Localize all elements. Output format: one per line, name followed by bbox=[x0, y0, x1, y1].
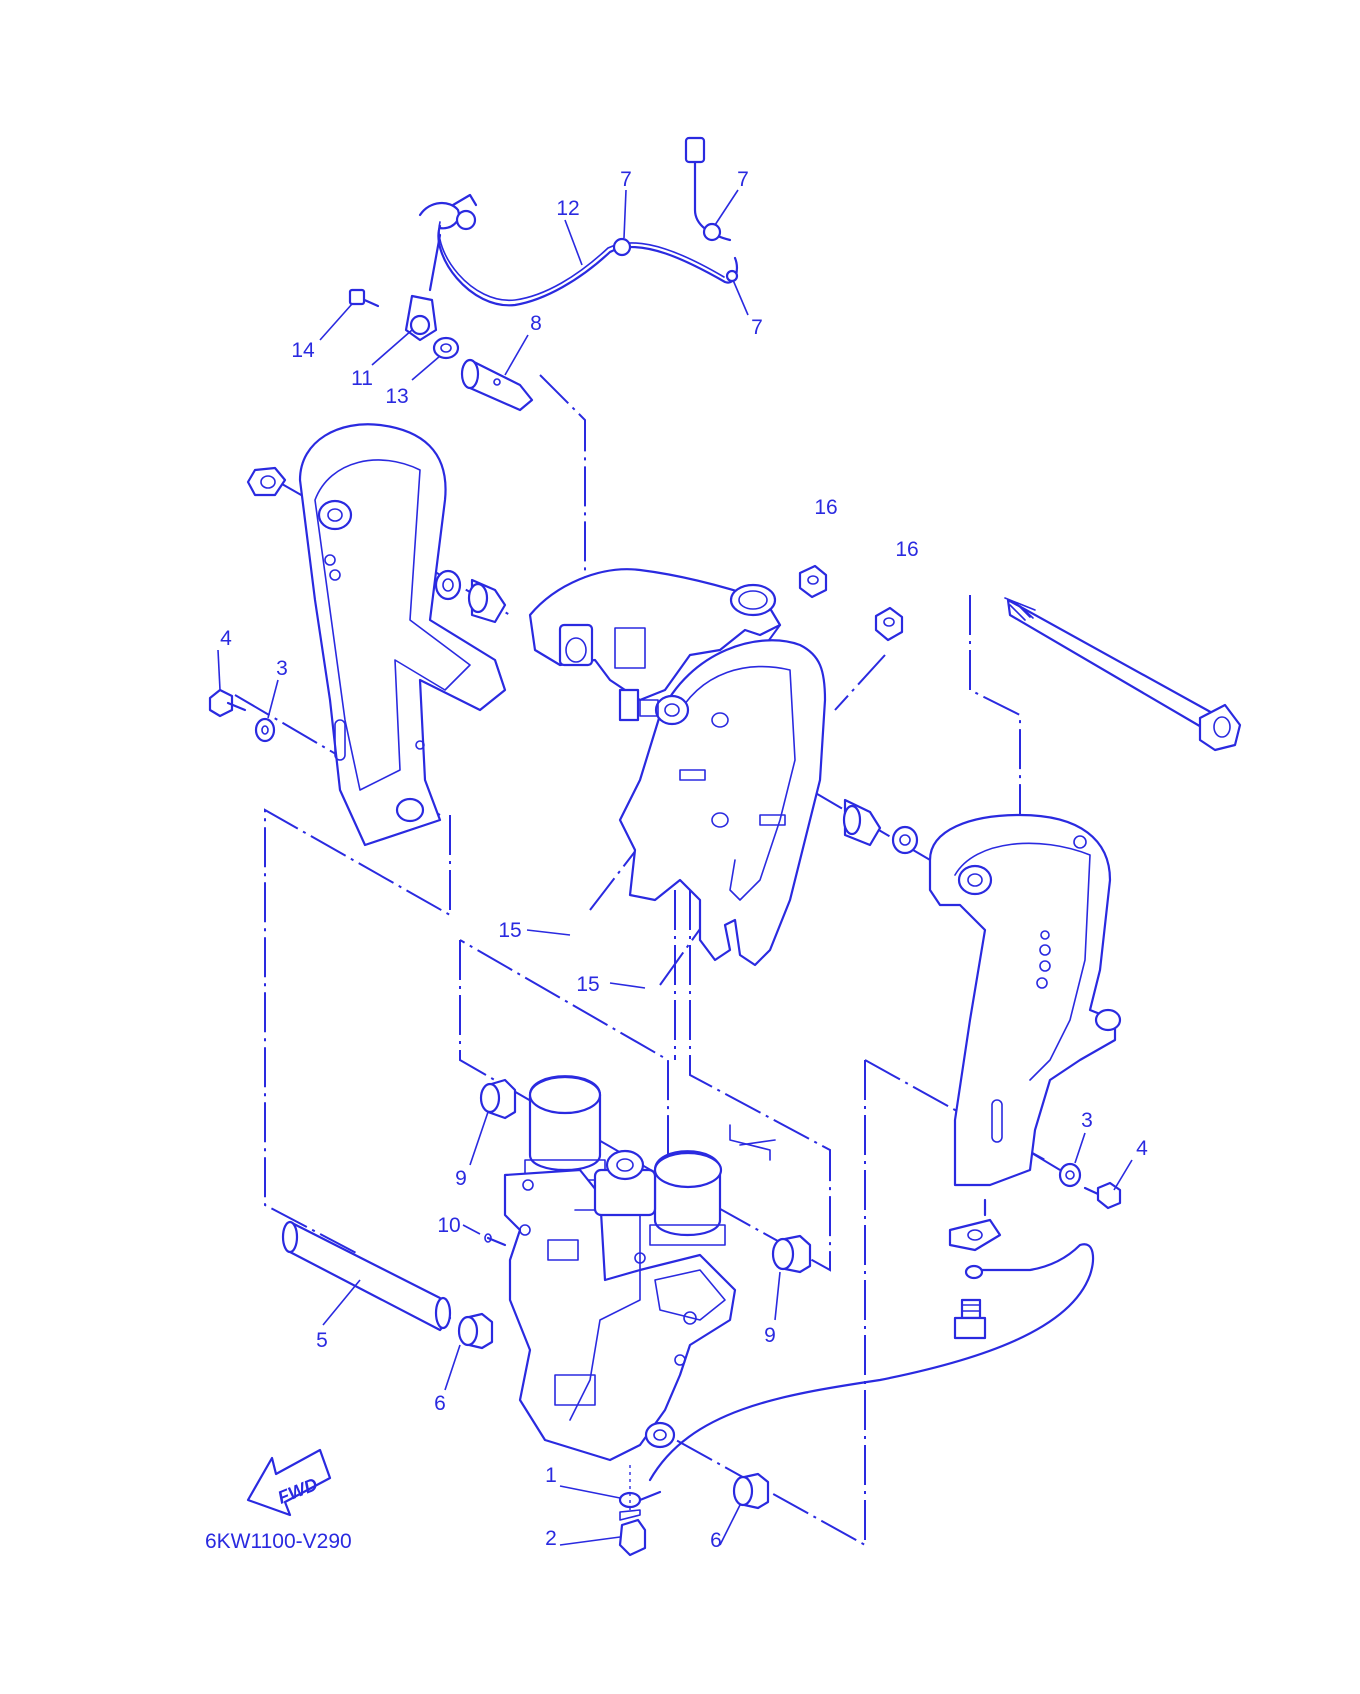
callout-5: 5 bbox=[316, 1329, 328, 1352]
ground-terminal-nut bbox=[618, 1465, 662, 1557]
tilt-shaft bbox=[1004, 597, 1242, 752]
callout-7: 7 bbox=[751, 316, 763, 339]
bushings-6 bbox=[457, 1312, 770, 1510]
ground-lead bbox=[648, 1198, 1095, 1482]
fwd-arrow-icon: FWD bbox=[246, 1448, 332, 1517]
callout-4: 4 bbox=[220, 627, 232, 650]
callout-11: 11 bbox=[351, 367, 373, 390]
left-clamp-bracket bbox=[246, 423, 507, 847]
callout-9: 9 bbox=[764, 1324, 776, 1347]
callout-labels: 7 7 7 12 14 11 13 8 16 16 4 3 15 15 3 4 … bbox=[220, 168, 1148, 1552]
callout-10: 10 bbox=[437, 1214, 460, 1237]
bushing-right bbox=[842, 798, 919, 855]
right-clamp-bracket bbox=[928, 813, 1122, 1187]
swivel-bracket bbox=[528, 568, 782, 702]
nuts-16 bbox=[798, 564, 904, 642]
callout-3: 3 bbox=[1081, 1109, 1093, 1132]
tilt-bracket bbox=[618, 639, 827, 967]
callout-6: 6 bbox=[434, 1392, 446, 1415]
callout-6: 6 bbox=[710, 1529, 722, 1552]
callout-7: 7 bbox=[737, 168, 749, 191]
callout-7: 7 bbox=[620, 168, 632, 191]
power-trim-tilt-unit bbox=[503, 1075, 776, 1462]
callout-16: 16 bbox=[895, 538, 918, 561]
callout-12: 12 bbox=[556, 197, 579, 220]
sensor-parts bbox=[348, 288, 534, 412]
rod-5 bbox=[281, 1220, 452, 1332]
callout-15: 15 bbox=[498, 919, 521, 942]
wire-harness-12 bbox=[418, 136, 739, 307]
callout-14: 14 bbox=[291, 339, 315, 362]
callout-1: 1 bbox=[545, 1464, 557, 1487]
callout-16: 16 bbox=[814, 496, 837, 519]
callout-9: 9 bbox=[455, 1167, 467, 1190]
callout-13: 13 bbox=[385, 385, 408, 408]
callout-2: 2 bbox=[545, 1527, 557, 1550]
callout-8: 8 bbox=[530, 312, 542, 335]
bolt-washer-right bbox=[1058, 1162, 1122, 1210]
bushings-9 bbox=[479, 1078, 812, 1274]
callout-15: 15 bbox=[576, 973, 599, 996]
callout-4: 4 bbox=[1136, 1137, 1148, 1160]
fwd-label: FWD bbox=[275, 1474, 320, 1508]
callout-3: 3 bbox=[276, 657, 288, 680]
pin-10 bbox=[484, 1233, 507, 1247]
callout-leaders bbox=[217, 189, 1133, 1546]
drawing-code: 6KW1100-V290 bbox=[205, 1530, 352, 1553]
bolt-washer-left bbox=[208, 688, 276, 743]
